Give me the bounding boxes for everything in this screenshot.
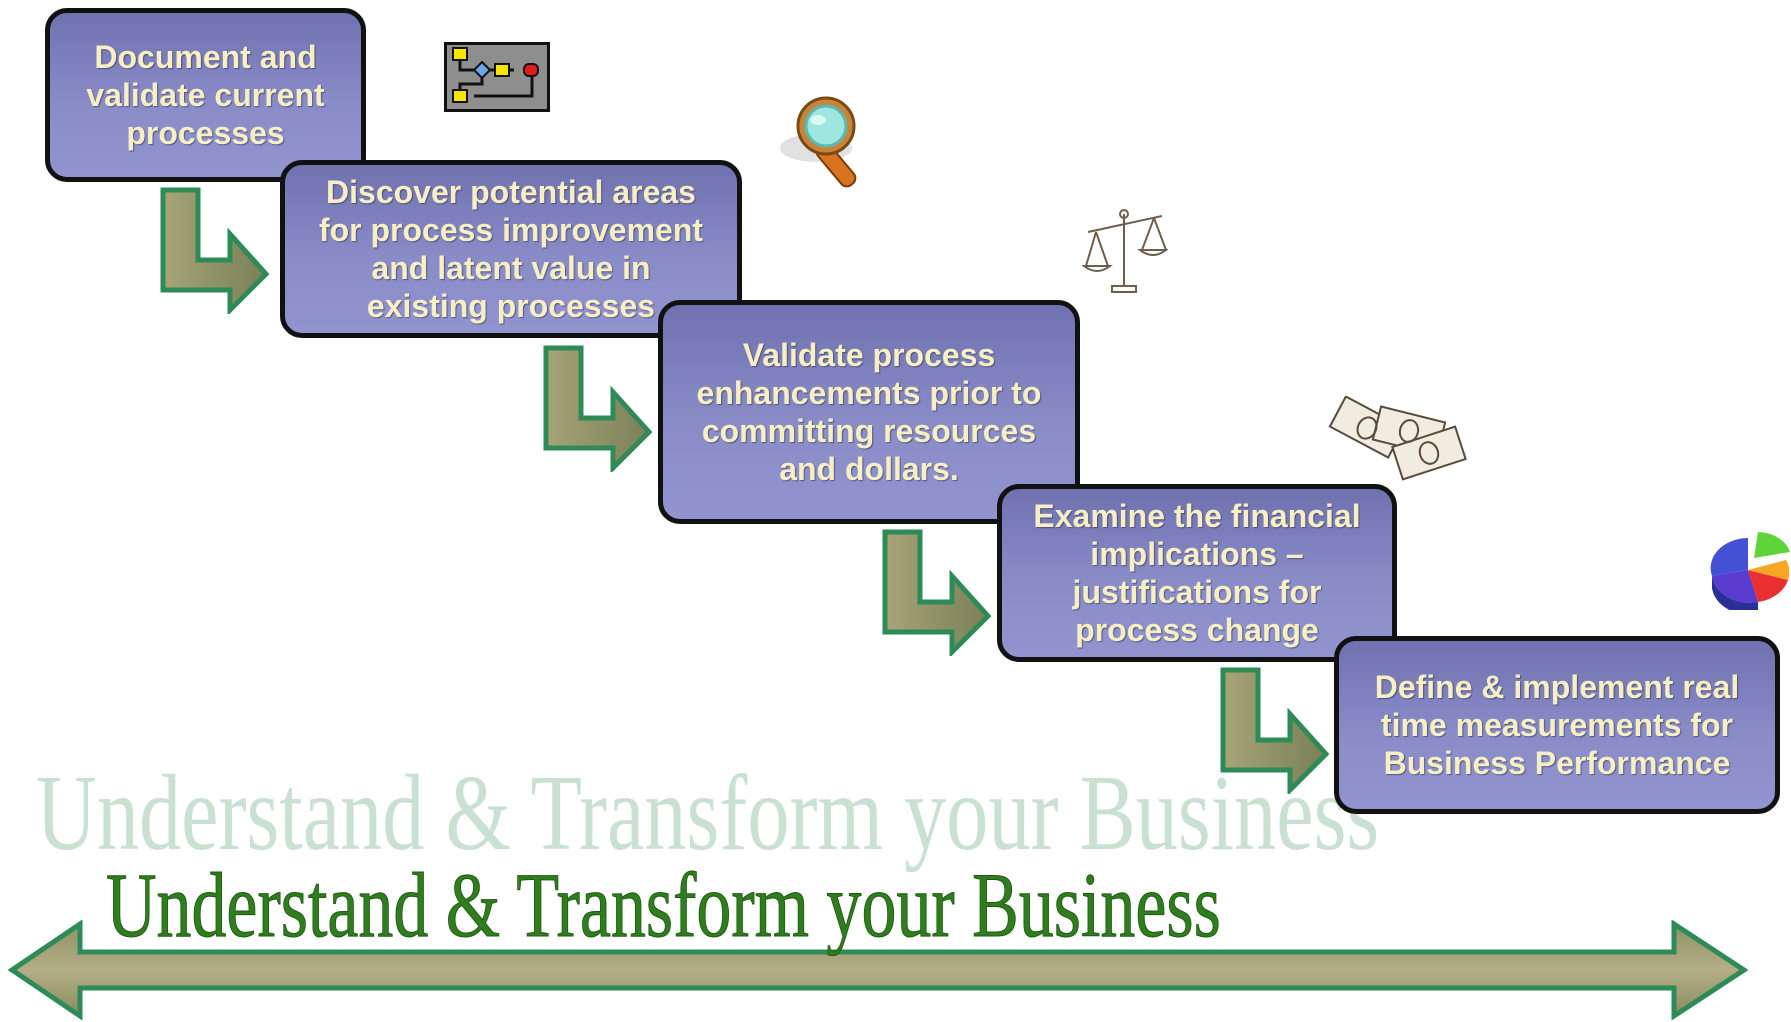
bent-arrow-icon: [160, 187, 270, 314]
magnifying-glass-icon: [780, 96, 857, 188]
step-line: and dollars.: [779, 451, 959, 487]
step-box-define-measurements: Define & implement real time measurement…: [1334, 636, 1780, 814]
step-line: and latent value in: [371, 250, 651, 286]
step-text: Examine the financial implications – jus…: [1033, 497, 1360, 649]
step-line: justifications for: [1072, 574, 1322, 610]
bent-arrow-icon: [1220, 667, 1330, 794]
step-text: Document and validate current processes: [86, 38, 324, 152]
bent-arrow-icon: [882, 529, 992, 656]
step-line: Discover potential areas: [326, 174, 696, 210]
flowchart-icon: [444, 42, 550, 112]
step-line: enhancements prior to: [696, 375, 1042, 411]
money-icon: [1328, 396, 1467, 481]
step-text: Discover potential areas for process imp…: [319, 173, 703, 325]
step-box-validate-enhancements: Validate process enhancements prior to c…: [658, 300, 1080, 524]
step-line: validate current: [86, 77, 325, 113]
step-line: Document and: [94, 39, 317, 75]
double-arrow-icon: [8, 920, 1748, 1020]
step-text: Validate process enhancements prior to c…: [697, 336, 1042, 488]
bent-arrow-icon: [543, 345, 653, 472]
step-line: existing processes: [366, 288, 656, 324]
balance-scale-icon: [1082, 209, 1168, 293]
banner-title: Understand & Transform your Business: [106, 854, 1222, 957]
step-box-document-processes: Document and validate current processes: [45, 8, 366, 182]
pie-chart-icon: [1710, 532, 1790, 610]
step-line: Business Performance: [1383, 745, 1731, 781]
step-box-discover-improvement: Discover potential areas for process imp…: [280, 160, 742, 338]
step-line: time measurements for: [1380, 707, 1734, 743]
step-line: Define & implement real: [1374, 669, 1740, 705]
step-line: Validate process: [742, 337, 996, 373]
step-line: process change: [1075, 612, 1319, 648]
step-line: implications –: [1090, 536, 1304, 572]
step-line: processes: [126, 115, 285, 151]
step-line: for process improvement: [318, 212, 704, 248]
step-box-examine-financials: Examine the financial implications – jus…: [997, 484, 1397, 662]
step-text: Define & implement real time measurement…: [1375, 668, 1740, 782]
step-line: committing resources: [701, 413, 1037, 449]
step-line: Examine the financial: [1033, 498, 1361, 534]
banner-ghost-title: Understand & Transform your Business: [36, 754, 1380, 873]
